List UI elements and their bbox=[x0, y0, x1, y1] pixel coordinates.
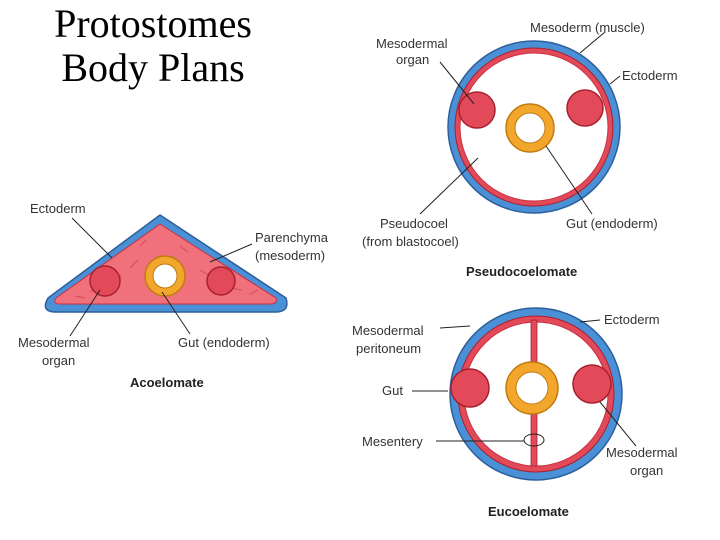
title-line-1: Protostomes bbox=[54, 1, 252, 46]
acoelomate-ectoderm-leader bbox=[71, 217, 113, 259]
pseudocoelomate-ectoderm-leader bbox=[609, 75, 621, 85]
eucoelomate-peritoneum-leader bbox=[439, 325, 471, 329]
acoelomate-gut-label: Gut (endoderm) bbox=[178, 335, 270, 350]
acoelomate-parenchyma-label-2: (mesoderm) bbox=[255, 248, 325, 263]
pseudocoelomate-pseudocoel-leader bbox=[419, 157, 479, 215]
pseudocoelomate-caption: Pseudocoelomate bbox=[466, 264, 577, 279]
acoelomate-gut-leader bbox=[161, 291, 191, 335]
acoelomate-mesodermal-organ-right bbox=[206, 266, 236, 296]
pseudocoelomate-muscle-leader bbox=[579, 31, 606, 54]
eucoelomate-peritoneum-label-2: peritoneum bbox=[356, 341, 421, 356]
eucoelomate-peritoneum-label-1: Mesodermal bbox=[352, 323, 424, 338]
pseudocoelomate-organ-leader bbox=[439, 61, 475, 105]
eucoelomate-gut-lumen bbox=[515, 371, 549, 405]
acoelomate-diagram: Ectoderm Parenchyma (mesoderm) Mesoderma… bbox=[18, 201, 329, 390]
pseudocoelomate-muscle-label: Mesoderm (muscle) bbox=[530, 20, 645, 35]
pseudocoelomate-organ-label-1: Mesodermal bbox=[376, 36, 448, 51]
pseudocoelomate-gut-label: Gut (endoderm) bbox=[566, 216, 658, 231]
eucoelomate-ectoderm-label: Ectoderm bbox=[604, 312, 660, 327]
pseudocoelomate-organ-label-2: organ bbox=[396, 52, 429, 67]
eucoelomate-mesodermal-organ-right bbox=[572, 364, 612, 404]
pseudocoelomate-gut-leader bbox=[545, 145, 593, 215]
pseudocoelomate-gut-lumen bbox=[514, 112, 546, 144]
pseudocoelomate-mesodermal-organ-right bbox=[566, 89, 604, 127]
acoelomate-parenchyma-leader bbox=[209, 243, 253, 263]
pseudocoelomate-diagram: Mesoderm (muscle) Mesodermal organ Ectod… bbox=[362, 20, 678, 279]
eucoelomate-gut-label: Gut bbox=[382, 383, 403, 398]
eucoelomate-ectoderm-leader bbox=[579, 319, 601, 323]
pseudocoelomate-pseudocoel-label-1: Pseudocoel bbox=[380, 216, 448, 231]
acoelomate-gut-lumen bbox=[152, 263, 178, 289]
pseudocoelomate-ectoderm-label: Ectoderm bbox=[622, 68, 678, 83]
acoelomate-ectoderm-label: Ectoderm bbox=[30, 201, 86, 216]
eucoelomate-mesentery-marker bbox=[523, 433, 545, 447]
pseudocoelomate-pseudocoel-label-2: (from blastocoel) bbox=[362, 234, 459, 249]
eucoelomate-organ-label-2: organ bbox=[630, 463, 663, 478]
acoelomate-organ-label-1: Mesodermal bbox=[18, 335, 90, 350]
acoelomate-mesodermal-organ-left bbox=[89, 265, 121, 297]
eucoelomate-mesentery-upper bbox=[530, 319, 538, 369]
eucoelomate-mesodermal-organ-left bbox=[450, 368, 490, 408]
eucoelomate-caption: Eucoelomate bbox=[488, 504, 569, 519]
slide-title: Protostomes Body Plans bbox=[18, 2, 288, 90]
eucoelomate-mesentery-lower bbox=[530, 409, 538, 467]
acoelomate-organ-leader bbox=[69, 289, 101, 337]
eucoelomate-diagram: Mesodermal peritoneum Ectoderm Gut Mesen… bbox=[352, 307, 678, 519]
pseudocoelomate-mesodermal-organ-left bbox=[458, 91, 496, 129]
title-line-2: Body Plans bbox=[61, 45, 245, 90]
acoelomate-caption: Acoelomate bbox=[130, 375, 204, 390]
acoelomate-organ-label-2: organ bbox=[42, 353, 75, 368]
eucoelomate-organ-leader bbox=[599, 401, 637, 447]
eucoelomate-mesentery-label: Mesentery bbox=[362, 434, 423, 449]
eucoelomate-organ-label-1: Mesodermal bbox=[606, 445, 678, 460]
acoelomate-parenchyma-label-1: Parenchyma bbox=[255, 230, 329, 245]
